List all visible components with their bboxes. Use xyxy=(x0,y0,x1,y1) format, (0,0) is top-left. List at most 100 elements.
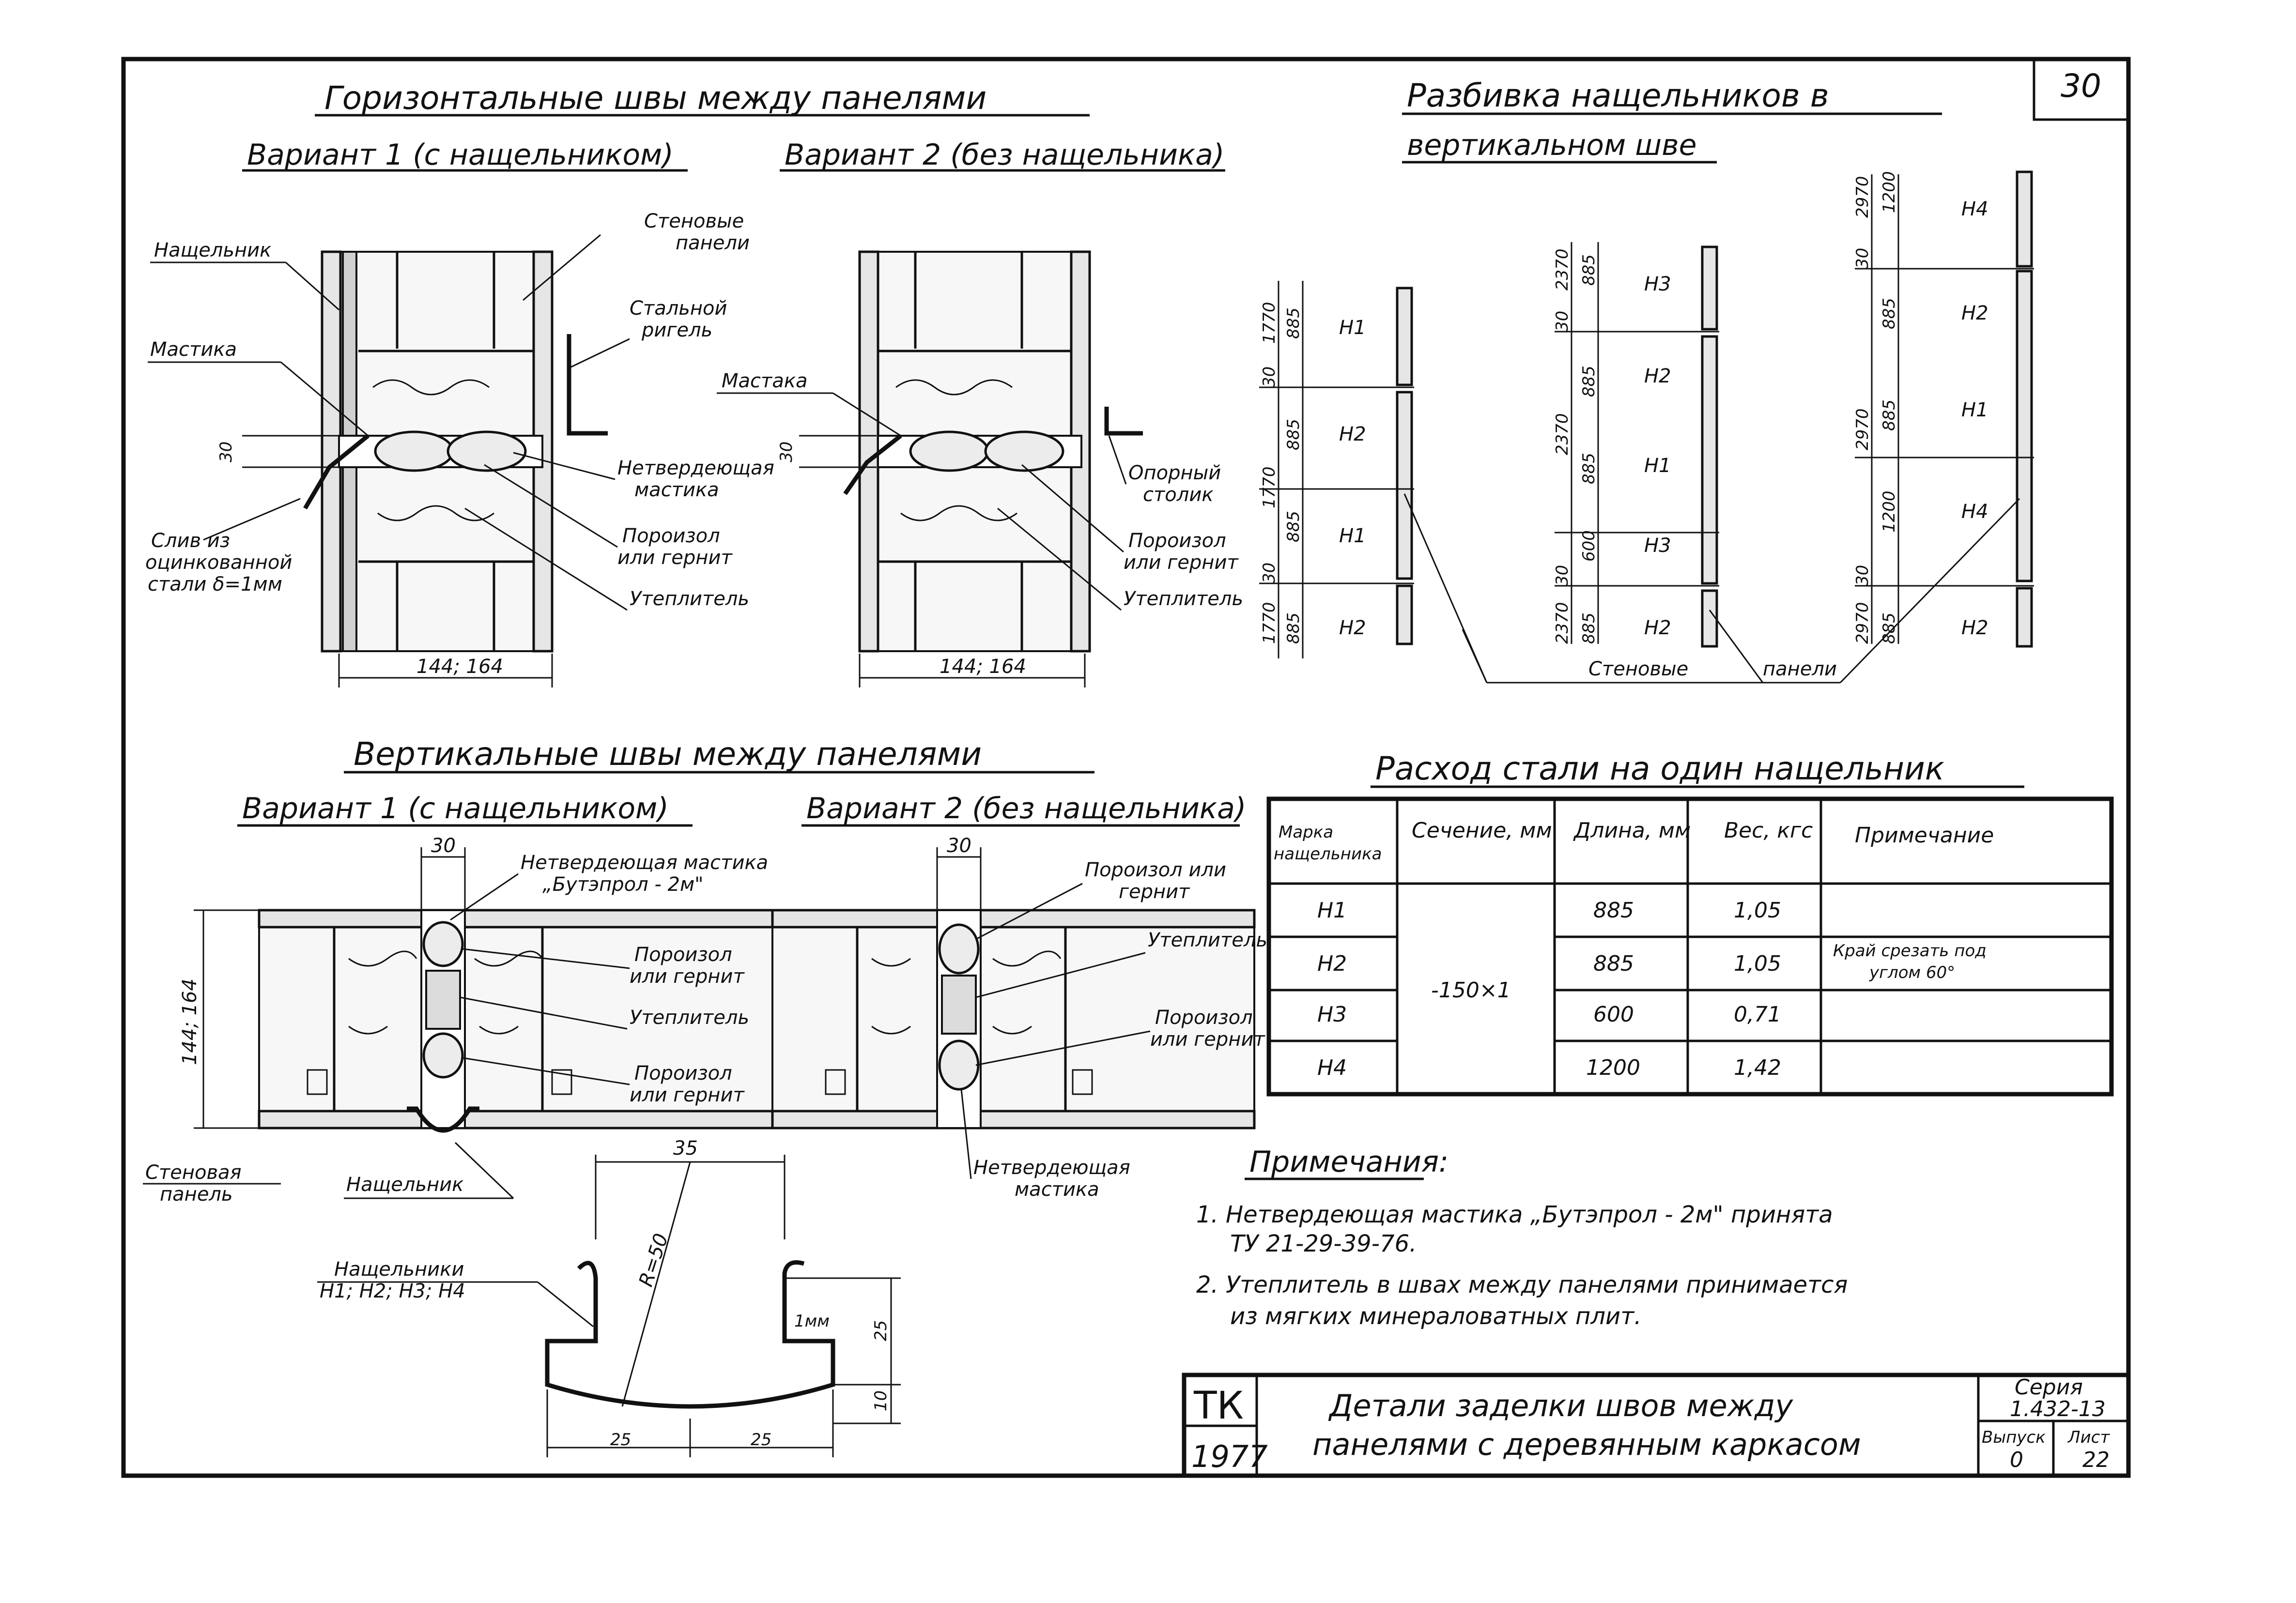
fastener xyxy=(307,1069,328,1095)
stamp-year: 1977 xyxy=(1191,1439,1268,1474)
dim-label: 30 xyxy=(1853,248,1872,269)
label-insulation: Утеплитель xyxy=(630,588,749,610)
sheet-number-box xyxy=(2033,58,2130,121)
header-length: Длина, мм xyxy=(1573,818,1691,843)
label-mastika: Мастика xyxy=(150,338,237,361)
stamp-org: ТК xyxy=(1193,1384,1244,1428)
cell-weight: 0,71 xyxy=(1734,1002,1781,1027)
strip-mark: Н1 xyxy=(1339,317,1366,339)
dim-label: 600 xyxy=(1579,530,1599,562)
v-variant1-detail xyxy=(194,909,817,1133)
strip-mark: Н1 xyxy=(1961,399,1988,421)
label-dim-10: 10 xyxy=(871,1390,891,1411)
header-note: Примечание xyxy=(1855,823,1994,848)
stamp-sheet-label: Лист xyxy=(2067,1428,2110,1447)
dim-label: 30 xyxy=(1260,563,1279,583)
v-variant2-detail xyxy=(771,909,1256,1130)
label-poroizol-vv2-2: или гернит xyxy=(1150,1028,1265,1051)
dim-label: 885 xyxy=(1284,511,1303,542)
strip-mark: Н1 xyxy=(1644,455,1671,477)
header-mark-2: нащельника xyxy=(1274,844,1382,864)
radius-line xyxy=(621,1161,691,1407)
label-steel-beam-2: ригель xyxy=(641,319,712,341)
leader-line xyxy=(960,1089,972,1179)
dim-label: 2370 xyxy=(1553,602,1572,644)
label-support-1: Опорный xyxy=(1128,462,1221,484)
title-steel: Расход стали на один нащельник xyxy=(1375,750,1944,787)
cell-length: 885 xyxy=(1593,898,1634,923)
leader-line xyxy=(1839,498,2020,684)
label-nonhard-vv2-1: Нетвердеющая xyxy=(973,1157,1130,1179)
leader-line xyxy=(280,361,369,437)
cell-note-1: Край срезать под xyxy=(1833,941,1987,961)
label-drain-2: оцинкованной xyxy=(145,551,292,574)
sealant-roll xyxy=(909,430,989,472)
label-panels-bottom-2: панели xyxy=(1763,658,1837,680)
dim-label: 885 xyxy=(1880,298,1899,329)
leader-line xyxy=(975,952,1146,998)
note-1b: ТУ 21-29-39-76. xyxy=(1230,1230,1417,1257)
label-poroizol-1: Пороизол xyxy=(622,525,720,547)
strip-mark: Н2 xyxy=(1339,423,1366,445)
cover-strip xyxy=(407,1106,479,1133)
panel-skin-top xyxy=(771,909,1256,929)
label-poroizol-vv1b-2: или гернит xyxy=(630,1084,745,1106)
sealant-roll xyxy=(422,1032,464,1079)
label-insulation-vv1: Утеплитель xyxy=(630,1007,749,1029)
dim-label: 2370 xyxy=(1553,248,1572,290)
dim-label: 1200 xyxy=(1880,171,1899,213)
dim-label: 30 xyxy=(1260,366,1279,387)
label-nonhard-2: мастика xyxy=(634,479,719,501)
label-dim-30-vert: 30 xyxy=(431,835,456,857)
insulation-squiggles xyxy=(895,379,1017,521)
title-block xyxy=(1182,1373,2131,1478)
sealant-roll xyxy=(422,921,464,967)
dim-label: 885 xyxy=(1579,254,1599,286)
label-wall-panels-1: Стеновые xyxy=(644,210,744,232)
leader-line xyxy=(462,1057,630,1085)
stamp-title-1: Детали заделки швов между xyxy=(1328,1388,1793,1423)
panel-skin-bottom xyxy=(771,1110,1256,1130)
layout-column-2: Н3 Н2 Н1 Н3 Н2 2370 885 30 885 2370 885 … xyxy=(1553,242,1719,648)
label-nashchelnik: Нащельник xyxy=(154,239,271,261)
leader-line xyxy=(1108,435,1127,485)
panel-strip xyxy=(2016,270,2033,582)
cell-length: 1200 xyxy=(1586,1055,1640,1080)
dim-label: 885 xyxy=(1579,612,1599,644)
label-panels-bottom-1: Стеновые xyxy=(1588,658,1688,680)
label-drain-3: стали δ=1мм xyxy=(148,573,282,595)
support-angle xyxy=(1104,407,1143,436)
label-dim-35: 35 xyxy=(673,1137,698,1160)
panel-strip xyxy=(1396,584,1413,645)
panel-strip xyxy=(1396,287,1413,386)
dim-label: 885 xyxy=(1579,366,1599,397)
label-nashchelnik-v: Нащельник xyxy=(346,1174,463,1196)
wall-panel-upper xyxy=(321,251,553,437)
leader-line xyxy=(285,261,339,311)
dim-label: 30 xyxy=(1553,311,1572,332)
stamp-title-2: панелями с деревянным каркасом xyxy=(1312,1427,1861,1462)
strip-mark: Н4 xyxy=(1961,501,1988,523)
leader-line xyxy=(203,498,301,541)
header-section: Сечение, мм xyxy=(1412,818,1552,843)
notes-title: Примечания: xyxy=(1249,1145,1448,1179)
leader-line xyxy=(460,996,628,1030)
strip-mark: Н2 xyxy=(1339,617,1366,639)
label-dim-30-v2: 30 xyxy=(777,442,796,462)
cell-mark: Н1 xyxy=(1317,898,1347,923)
leader-line xyxy=(569,338,630,369)
insulation-squiggles xyxy=(372,379,494,521)
dim-label: 1770 xyxy=(1260,302,1279,344)
title-v-variant2: Вариант 2 (без нащельника) xyxy=(806,792,1246,825)
label-nonhard-vv2-2: мастика xyxy=(1015,1178,1099,1201)
title-vertical-seams: Вертикальные швы между панелями xyxy=(354,735,982,773)
dim-label: 1770 xyxy=(1260,466,1279,508)
label-poroizol-ili-1: Пороизол или xyxy=(1085,859,1226,881)
panel-strip xyxy=(2016,170,2033,268)
leader-line xyxy=(484,464,618,548)
sealant-roll xyxy=(447,430,527,472)
leader-line xyxy=(462,948,630,969)
cell-length: 600 xyxy=(1593,1002,1634,1027)
label-dim-width-vertical: 144; 164 xyxy=(179,978,201,1065)
